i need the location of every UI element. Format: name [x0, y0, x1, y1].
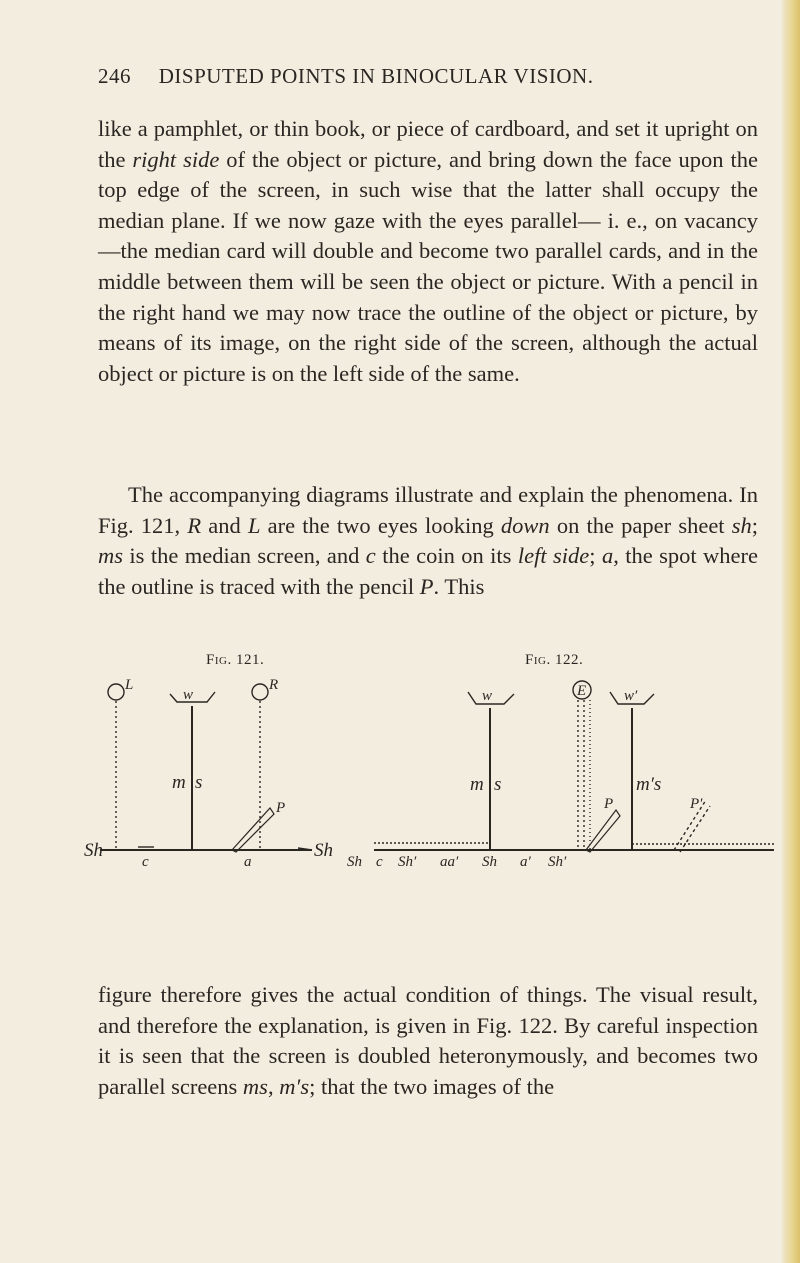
text-segment: are the two eyes looking: [260, 512, 501, 538]
fig-121-labels: L R w m s P Sh Sh c a: [84, 677, 333, 870]
w-bracket-left: [467, 691, 515, 705]
label-w2-122: w′: [624, 688, 638, 704]
label-Sh-left: Sh: [84, 840, 103, 861]
text-segment: The accompanying diagrams illustrate and…: [98, 482, 758, 538]
text-segment: down: [500, 512, 550, 538]
text-segment: , the spot where the outline is traced w…: [98, 543, 759, 599]
text-segment: m′s: [279, 1073, 310, 1099]
text-segment: is the median screen, and: [123, 543, 366, 569]
fig-121-caption: Fig. 121.: [206, 652, 265, 668]
text-segment: ms: [242, 1073, 268, 1099]
label-R: R: [268, 677, 278, 693]
text-segment: and: [201, 512, 248, 538]
label-Sh2-122: Sh′: [398, 854, 417, 870]
label-P-122: P: [603, 796, 613, 812]
text-segment: left side: [517, 543, 590, 569]
label-w: w: [183, 687, 193, 703]
text-segment: of the object or picture, and bring down…: [98, 146, 758, 386]
label-c-122: c: [376, 854, 383, 870]
label-m-122: m: [470, 774, 484, 795]
text-segment: ;: [589, 543, 602, 569]
running-header: 246 DISPUTED POINTS IN BINOCULAR VISION.: [98, 64, 738, 89]
label-Sh3-122: Sh: [482, 854, 497, 870]
text-segment: L: [247, 512, 261, 538]
label-a: a: [244, 854, 252, 870]
pencil-ghost-1: [673, 799, 707, 851]
label-m2s: m′s: [636, 774, 661, 795]
text-segment: c: [365, 543, 376, 569]
running-title: DISPUTED POINTS IN BINOCULAR VISION.: [158, 64, 594, 88]
text-segment: on the paper sheet: [549, 512, 732, 538]
text-segment: a: [601, 543, 614, 569]
text-segment: . This: [433, 573, 485, 599]
text-segment: figure therefore gives the actual condit…: [98, 982, 758, 1099]
fig-122-caption: Fig. 122.: [525, 652, 584, 668]
text-segment: the coin on its: [375, 543, 518, 569]
label-Sh4-122: Sh′: [548, 854, 567, 870]
w-bracket: [169, 691, 216, 703]
fig-122-labels: E w w′ m s P m′s P′ Sh c Sh′ aa′ Sh a′ S…: [347, 683, 703, 870]
text-segment: sh: [731, 512, 752, 538]
paragraph-3: figure therefore gives the actual condit…: [98, 980, 758, 1102]
figures-121-122: L R w m s P Sh Sh c a E w w′ m s P m′s P…: [84, 677, 774, 870]
text-segment: right side: [132, 146, 220, 172]
page-number: 246: [98, 64, 131, 88]
label-aa-122: aa′: [440, 854, 459, 870]
right-eye-circle: [251, 683, 269, 701]
fig-121: [100, 683, 313, 853]
text-segment: ms: [98, 543, 124, 569]
label-a2-122: a′: [520, 854, 532, 870]
text-segment: ;: [751, 512, 759, 538]
w-bracket-right: [609, 691, 655, 705]
label-P2: P′: [689, 796, 703, 812]
paragraph-1: like a pamphlet, or thin book, or piece …: [98, 114, 758, 389]
label-w-122: w: [482, 688, 492, 704]
label-m: m: [172, 772, 186, 793]
text-segment: ,: [267, 1073, 280, 1099]
text-segment: like a pamphlet, or thin book, or piece …: [98, 116, 758, 172]
central-eye-circle: [572, 680, 592, 700]
label-s: s: [195, 772, 202, 793]
label-P: P: [275, 800, 285, 816]
text-segment: R: [187, 512, 202, 538]
label-c: c: [142, 854, 149, 870]
fig-122: [374, 680, 774, 853]
page-edge: [782, 0, 800, 1263]
left-eye-circle: [107, 683, 125, 701]
pencil-ghost-2: [679, 805, 711, 853]
pencil-122: [585, 808, 621, 853]
text-segment: P: [419, 573, 434, 599]
arrow-mark: [297, 847, 313, 851]
label-E: E: [576, 683, 586, 699]
label-Sh1-122: Sh: [347, 854, 362, 870]
label-L: L: [124, 677, 133, 693]
label-s-122: s: [494, 774, 501, 795]
label-Sh-right: Sh: [314, 840, 333, 861]
pencil-121: [231, 807, 275, 853]
paragraph-2: The accompanying diagrams illustrate and…: [98, 480, 758, 602]
text-segment: ; that the two images of the: [309, 1073, 555, 1099]
